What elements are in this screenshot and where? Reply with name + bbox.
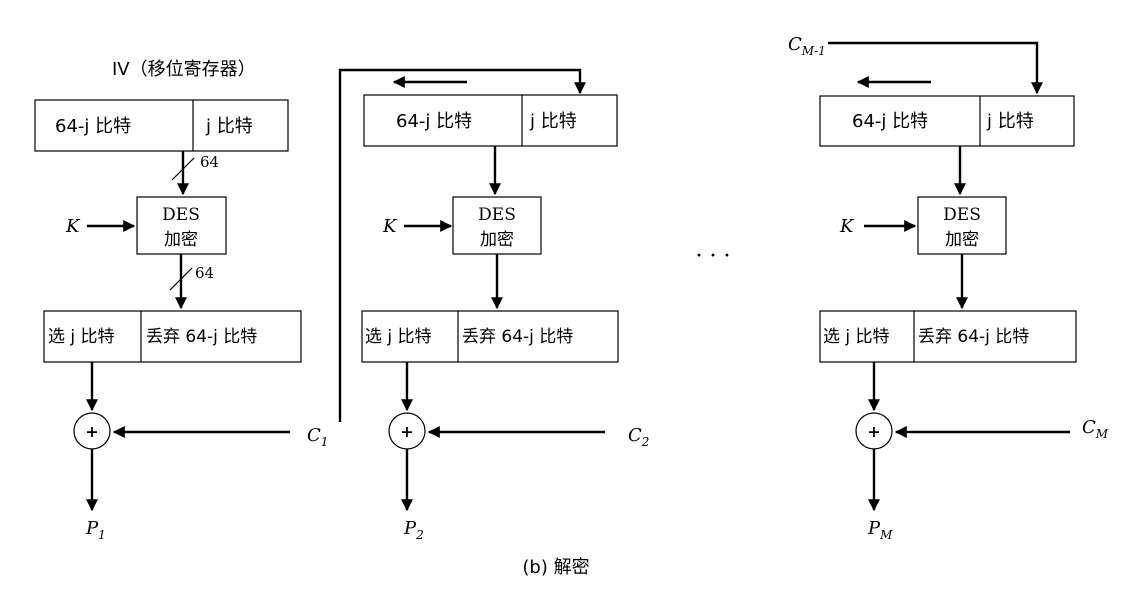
xor-circle-1: + <box>73 412 111 450</box>
bit-width-slash <box>171 157 195 181</box>
des-label: DES <box>943 205 981 225</box>
select-label: 选 j 比特 <box>48 327 115 347</box>
des-box-1: DES 加密 <box>136 196 227 255</box>
cipher-label-c1: C1 <box>307 425 328 449</box>
xor-symbol: + <box>867 422 880 441</box>
des-box-m: DES 加密 <box>917 196 1007 255</box>
ellipsis: · · · <box>696 244 731 269</box>
register-box-2: 64-j 比特 j 比特 <box>363 94 618 147</box>
bit-width-top: 64 <box>200 153 219 171</box>
register-right-label: j 比特 <box>529 111 577 132</box>
discard-label: 丢弃 64-j 比特 <box>146 327 257 347</box>
feedback-cm-1-arrow <box>828 41 1043 95</box>
shift-register-label: IV（移位寄存器） <box>112 59 256 80</box>
stage-1: IV（移位寄存器） 64-j 比特 j 比特 64 K DES 加密 64 选 … <box>34 59 328 542</box>
register-left-label: 64-j 比特 <box>55 116 131 137</box>
register-right-label: j 比特 <box>986 111 1034 132</box>
encrypt-label: 加密 <box>480 230 514 250</box>
plain-label-pm: PM <box>867 518 893 542</box>
register-left-label: 64-j 比特 <box>852 111 928 132</box>
encrypt-label: 加密 <box>945 230 979 250</box>
xor-symbol: + <box>85 422 98 441</box>
bit-width-bottom: 64 <box>195 264 214 282</box>
des-box-2: DES 加密 <box>452 196 542 255</box>
discard-label: 丢弃 64-j 比特 <box>918 327 1029 347</box>
encrypt-label: 加密 <box>164 230 198 250</box>
select-label: 选 j 比特 <box>365 327 432 347</box>
select-label: 选 j 比特 <box>823 327 890 347</box>
select-box-m: 选 j 比特 丢弃 64-j 比特 <box>819 310 1077 363</box>
key-label: K <box>65 216 81 237</box>
register-left-label: 64-j 比特 <box>396 111 472 132</box>
des-label: DES <box>478 205 516 225</box>
select-box-2: 选 j 比特 丢弃 64-j 比特 <box>361 310 619 363</box>
plain-label-p1: P1 <box>85 518 106 542</box>
feedback-label-cm-1: CM-1 <box>788 34 826 58</box>
bit-width-slash <box>169 267 193 291</box>
xor-symbol: + <box>400 422 413 441</box>
register-box-m: 64-j 比特 j 比特 <box>819 95 1075 147</box>
stage-2: 64-j 比特 j 比特 K DES 加密 选 j 比特 丢弃 64-j 比特 … <box>361 76 649 542</box>
xor-circle-m: + <box>855 412 893 450</box>
key-label: K <box>839 216 855 237</box>
register-right-label: j 比特 <box>205 116 253 137</box>
cipher-label-cm: CM <box>1082 417 1109 441</box>
plain-label-p2: P2 <box>403 518 424 542</box>
key-label: K <box>382 216 398 237</box>
discard-label: 丢弃 64-j 比特 <box>462 327 573 347</box>
stage-m: 64-j 比特 j 比特 K DES 加密 选 j 比特 丢弃 64-j 比特 … <box>819 76 1109 542</box>
caption: (b) 解密 <box>522 557 589 578</box>
des-label: DES <box>162 205 200 225</box>
select-box-1: 选 j 比特 丢弃 64-j 比特 <box>43 310 302 363</box>
xor-circle-2: + <box>388 412 426 450</box>
feedback-c1-arrow <box>338 68 586 422</box>
register-box-1: 64-j 比特 j 比特 <box>34 99 289 152</box>
cipher-label-c2: C2 <box>628 425 649 449</box>
